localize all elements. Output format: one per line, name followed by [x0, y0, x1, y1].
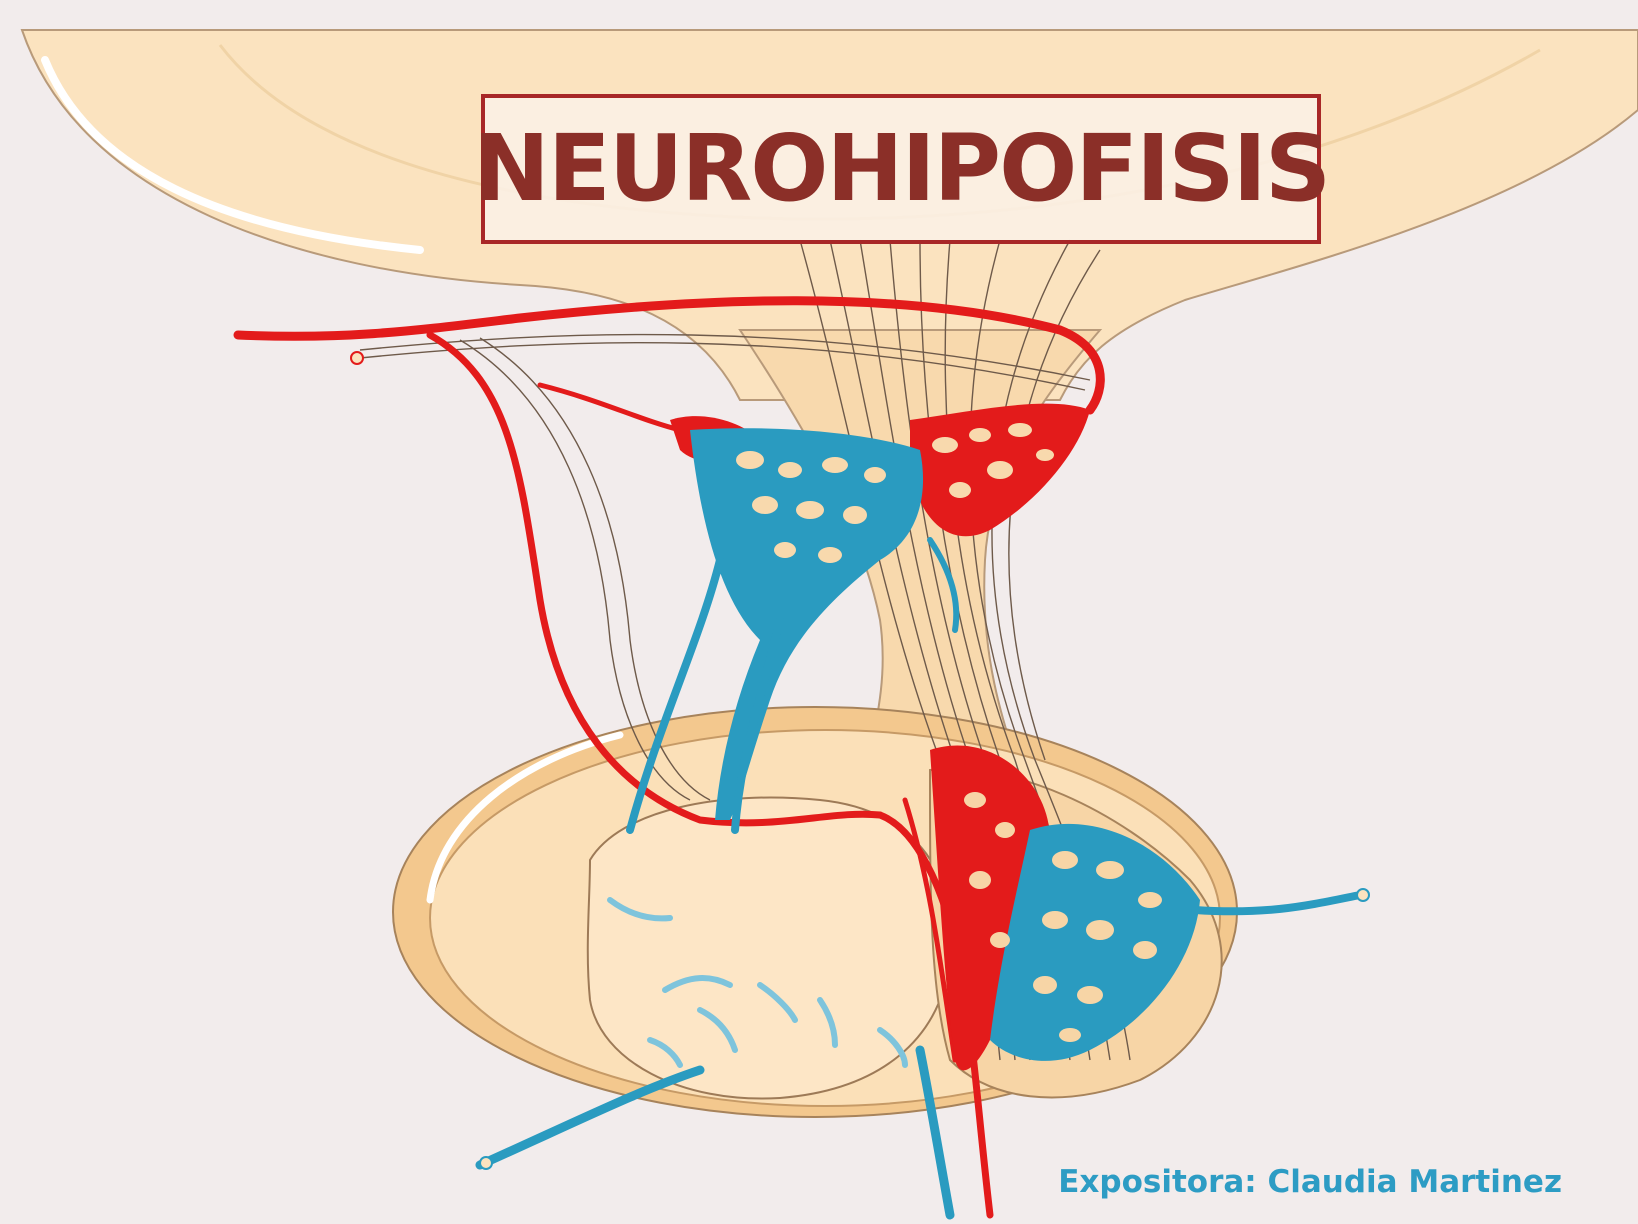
presenter-credit: Expositora: Claudia Martinez — [1058, 1164, 1562, 1200]
diagram-title: NEUROHIPOFISIS — [473, 123, 1329, 215]
artery-end — [351, 352, 363, 364]
title-box: NEUROHIPOFISIS — [481, 94, 1321, 244]
anterior-lobe — [588, 798, 952, 1099]
